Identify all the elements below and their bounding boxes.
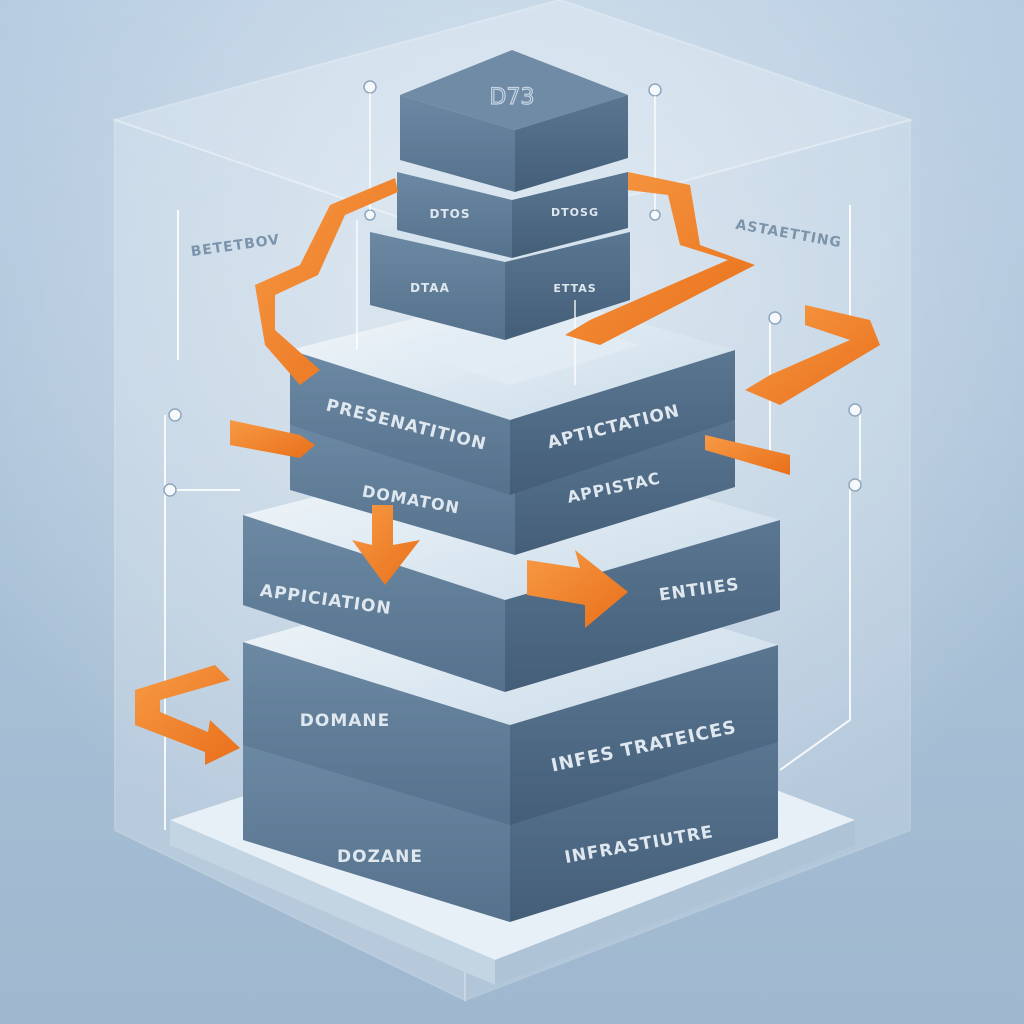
layer-right-face: [510, 645, 778, 825]
block-label-dtosg: DTOSG: [551, 206, 599, 219]
block-right-face: [512, 172, 628, 258]
orange-arrow-icon: [745, 305, 880, 405]
orange-arrow-icon: [230, 420, 315, 458]
layer-right-face: [510, 740, 778, 922]
base-right: [495, 820, 855, 985]
layer-left-face: [243, 515, 505, 692]
block-left-face: [370, 232, 505, 340]
layer-label-domane-low: DOZANE: [337, 847, 423, 867]
connector-node-icon: [649, 209, 661, 221]
orange-arrow-icon: [135, 665, 240, 765]
block-right-face: [515, 95, 628, 192]
connector-node-icon: [363, 80, 377, 94]
connector-line: [779, 485, 851, 771]
orange-arrow-icon: [255, 178, 398, 385]
connector-node-icon: [163, 483, 177, 497]
connector-node-icon: [168, 408, 182, 422]
orange-arrow-icon: [527, 550, 628, 628]
block-left-face: [397, 172, 512, 258]
block-label-dtaa: DTAA: [410, 281, 450, 295]
layer-left-face: [290, 425, 515, 555]
orange-arrow-icon: [565, 172, 755, 345]
layer-right-face: [515, 420, 735, 555]
connector-node-icon: [648, 83, 662, 97]
connector-node-icon: [768, 311, 782, 325]
orange-arrow-icon: [705, 435, 790, 475]
connector-node-icon: [364, 209, 376, 221]
connector-node-icon: [848, 478, 862, 492]
block-top: D73: [400, 50, 628, 192]
block-left-face: [400, 95, 515, 192]
layer-label-domane-mid: DOMANE: [300, 711, 390, 731]
layer-right-face: [505, 520, 780, 692]
layer-left-face: [243, 742, 510, 922]
block-top-face: [400, 50, 628, 130]
layer-right-face: [510, 350, 735, 495]
layer-left-face: [243, 642, 510, 825]
inner-slab: [390, 308, 640, 385]
block-label-dtos: DTOS: [430, 207, 471, 221]
orange-arrow-icon: [352, 505, 420, 585]
base-left: [170, 820, 495, 985]
block-label-d73: D73: [490, 85, 535, 110]
layer-left-face: [290, 350, 510, 495]
block-label-ettas: ETTAS: [553, 282, 596, 295]
connector-node-icon: [848, 403, 862, 417]
flow-arrows: [135, 172, 880, 765]
block-right-face: [505, 232, 630, 340]
